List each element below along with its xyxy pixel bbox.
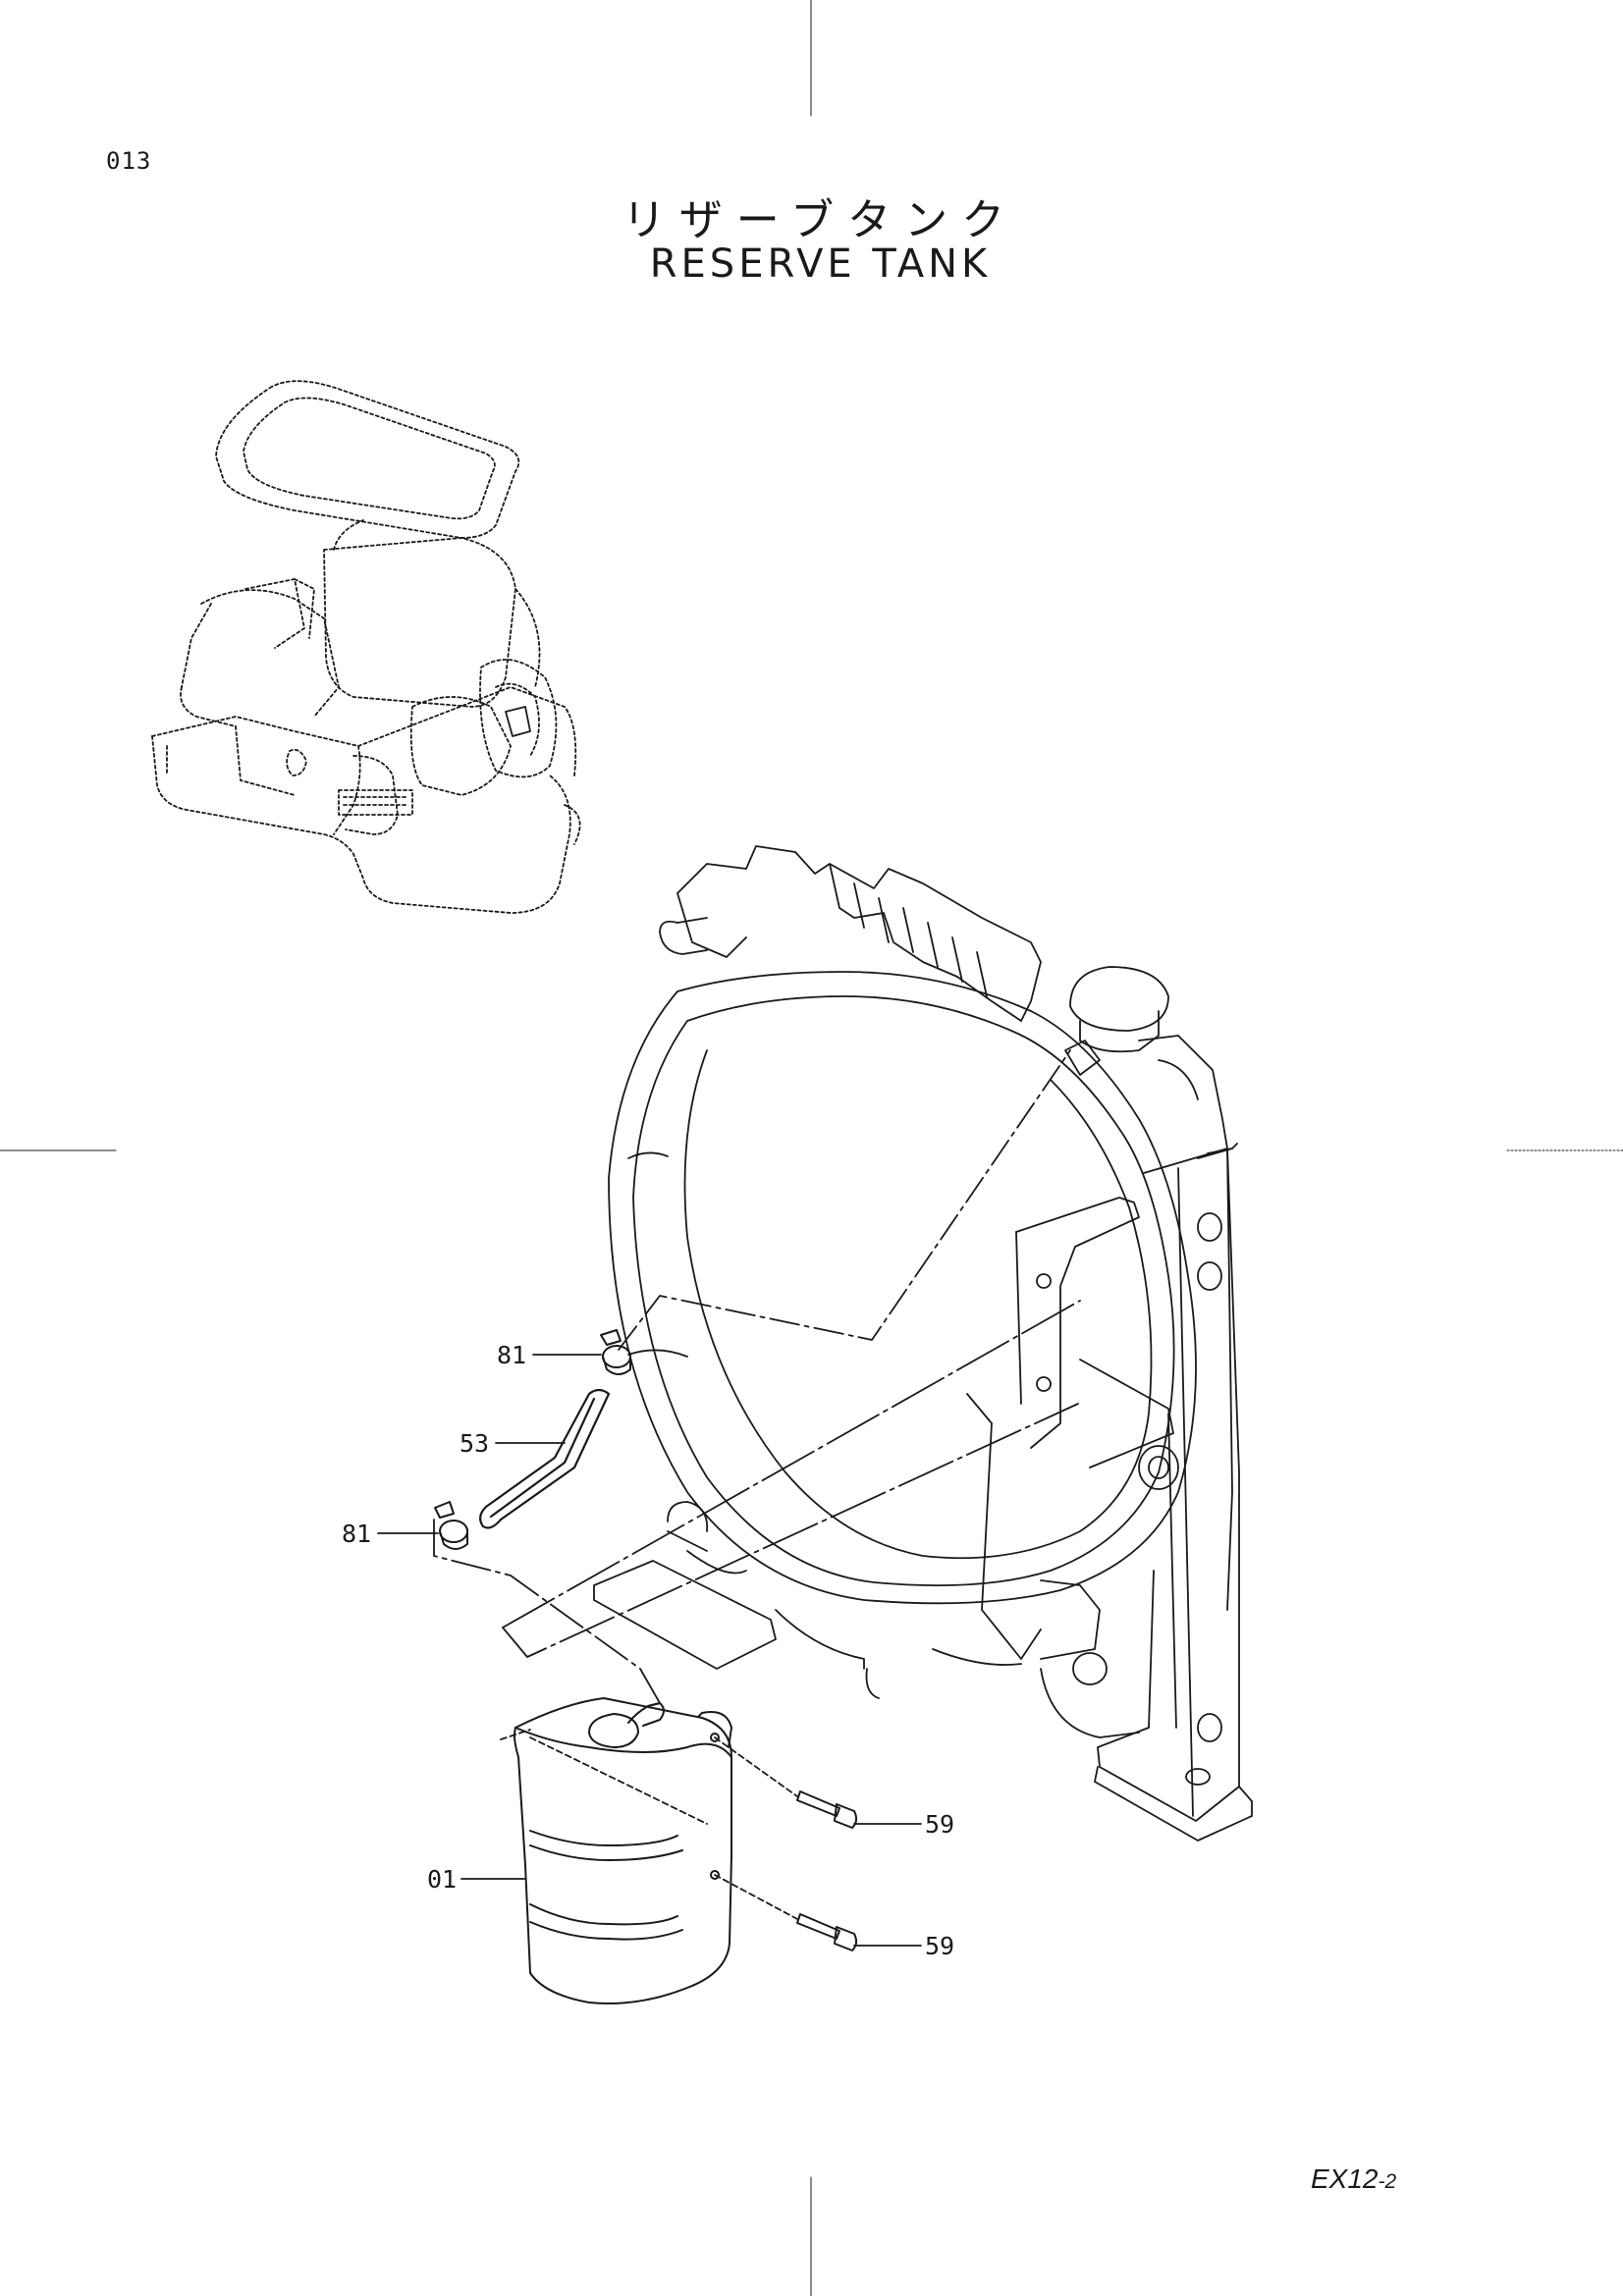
callout-81-bottom: 81	[342, 1520, 372, 1548]
callout-59-bottom: 59	[925, 1932, 955, 1960]
document-code: EX12-2	[1311, 2163, 1396, 2195]
page-number: 013	[106, 147, 152, 175]
bolt-59-bottom	[796, 1913, 858, 1951]
callout-81-top: 81	[497, 1341, 527, 1369]
radiator-assembly	[593, 845, 1253, 1842]
title-japanese: リザーブタンク	[622, 195, 1019, 245]
machine-overview	[151, 380, 581, 914]
assembly-lines	[433, 1049, 1081, 1920]
callout-59-top: 59	[925, 1810, 955, 1839]
document-code-suffix: -2	[1378, 2170, 1397, 2193]
callout-01: 01	[427, 1865, 458, 1894]
reserve-tank	[514, 1697, 732, 2004]
bolt-59-top	[796, 1790, 858, 1829]
callout-53: 53	[460, 1429, 490, 1458]
leader-lines	[377, 1354, 922, 1947]
clamp-81-top	[600, 1329, 631, 1375]
clamp-81-bottom	[434, 1501, 468, 1550]
document-code-main: EX12	[1311, 2163, 1379, 2194]
hose-53	[479, 1388, 611, 1529]
title-english: RESERVE TANK	[649, 241, 992, 287]
